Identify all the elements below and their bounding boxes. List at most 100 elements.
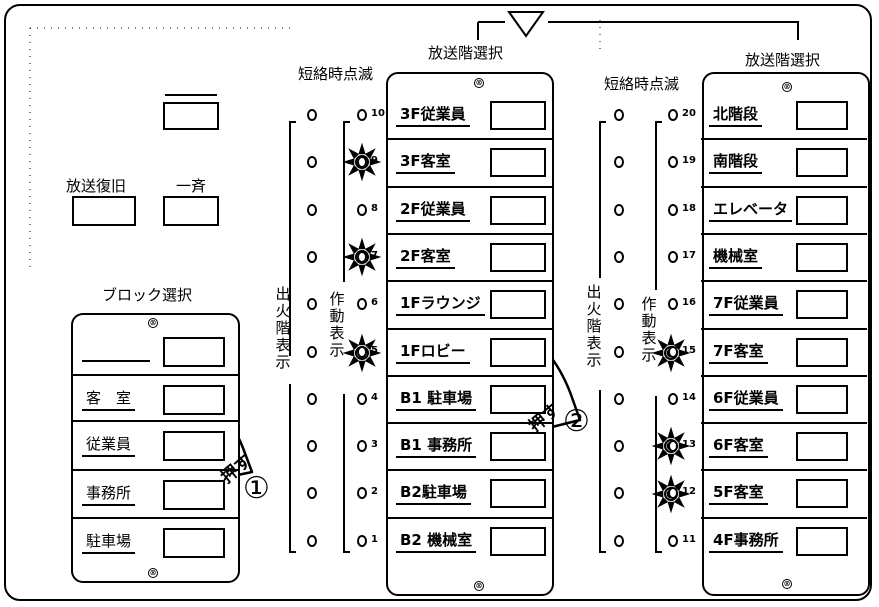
center-floor-select-button[interactable] bbox=[490, 432, 546, 462]
center-operation-led bbox=[357, 203, 367, 216]
right-led-number: 19 bbox=[682, 155, 696, 167]
row-divider bbox=[388, 422, 554, 425]
center-floor-select-button[interactable] bbox=[490, 384, 546, 414]
center-led-number: 8 bbox=[371, 202, 378, 214]
right-operation-led bbox=[668, 156, 678, 169]
block-select-button[interactable] bbox=[163, 431, 225, 461]
right-led-number: 18 bbox=[682, 202, 696, 214]
block-select-button[interactable] bbox=[163, 385, 225, 415]
right-led-number: 20 bbox=[682, 108, 696, 119]
floor-select-label-right: 放送階選択 bbox=[745, 51, 821, 69]
fire-floor-display-label-right: 出火階表示 bbox=[586, 283, 602, 369]
center-floor-select-button[interactable] bbox=[490, 290, 546, 320]
blinking-led-icon bbox=[342, 142, 382, 182]
right-operation-led bbox=[668, 203, 678, 216]
right-led-number: 15 bbox=[682, 344, 696, 356]
center-fire-floor-led bbox=[307, 487, 317, 500]
right-floor-label: 南階段 bbox=[708, 152, 763, 175]
center-fire-floor-led bbox=[307, 392, 317, 405]
right-floor-select-button[interactable] bbox=[796, 337, 848, 367]
row-divider bbox=[388, 232, 554, 235]
right-floor-select-button[interactable] bbox=[796, 384, 848, 414]
block-select-button[interactable] bbox=[163, 337, 225, 367]
center-led-number: 10 bbox=[371, 108, 385, 119]
right-floor-select-button[interactable] bbox=[796, 242, 848, 272]
block-item-label: 駐車場 bbox=[81, 532, 136, 554]
floor-select-label-center: 放送階選択 bbox=[428, 44, 504, 62]
callout-number-1: ① bbox=[243, 471, 270, 506]
unlabeled-top-button[interactable] bbox=[163, 102, 219, 130]
center-operation-led bbox=[357, 345, 367, 358]
right-floor-select-button[interactable] bbox=[796, 432, 848, 462]
center-floor-select-button[interactable] bbox=[490, 337, 546, 367]
screw-icon: ⊗ bbox=[148, 568, 158, 578]
right-floor-label: 6F従業員 bbox=[709, 388, 783, 411]
block-select-button[interactable] bbox=[163, 528, 225, 558]
right-floor-label: 5F客室 bbox=[709, 483, 768, 506]
callout-number-2: ② bbox=[563, 404, 590, 439]
center-operation-led bbox=[357, 298, 367, 311]
block-select-button[interactable] bbox=[163, 480, 225, 510]
blinking-led-icon bbox=[342, 333, 382, 373]
row-divider bbox=[701, 138, 867, 141]
right-fire-floor-led bbox=[614, 392, 624, 405]
panel-frame bbox=[4, 4, 872, 601]
row-divider bbox=[388, 185, 554, 188]
right-operation-led bbox=[668, 392, 678, 405]
right-floor-select-button[interactable] bbox=[796, 195, 848, 225]
row-divider bbox=[701, 185, 867, 188]
right-fire-floor-led bbox=[614, 156, 624, 169]
screw-icon: ⊗ bbox=[782, 82, 792, 92]
center-operation-led bbox=[357, 109, 367, 121]
right-led-number: 16 bbox=[682, 297, 696, 309]
center-floor-select-button[interactable] bbox=[490, 101, 546, 130]
center-floor-select-button[interactable] bbox=[490, 242, 546, 272]
right-led-number: 14 bbox=[682, 391, 696, 403]
fire-floor-display-label-center: 出火階表示 bbox=[275, 285, 291, 371]
screw-icon: ⊗ bbox=[474, 78, 484, 88]
right-fire-floor-led bbox=[614, 345, 624, 358]
row-divider bbox=[701, 232, 867, 235]
divider bbox=[165, 94, 217, 96]
right-operation-led bbox=[668, 345, 678, 358]
center-floor-select-button[interactable] bbox=[490, 195, 546, 225]
right-floor-select-button[interactable] bbox=[796, 290, 848, 320]
all-at-once-button[interactable] bbox=[163, 196, 219, 226]
center-operation-led bbox=[357, 440, 367, 453]
row-divider bbox=[701, 374, 867, 377]
center-floor-label: 3F従業員 bbox=[396, 105, 470, 127]
right-floor-select-button[interactable] bbox=[796, 101, 848, 130]
row-divider bbox=[73, 374, 238, 376]
screw-icon: ⊗ bbox=[782, 579, 792, 589]
center-operation-led bbox=[357, 156, 367, 169]
screw-icon: ⊗ bbox=[474, 581, 484, 591]
center-floor-label: 1Fラウンジ bbox=[396, 294, 485, 317]
center-floor-label: B1 駐車場 bbox=[395, 388, 477, 411]
center-floor-select-button[interactable] bbox=[490, 479, 546, 509]
center-floor-select-button[interactable] bbox=[490, 148, 546, 178]
right-fire-floor-led bbox=[614, 250, 624, 263]
center-fire-floor-led bbox=[307, 298, 317, 311]
center-led-number: 7 bbox=[371, 249, 378, 261]
row-divider bbox=[388, 280, 554, 283]
center-operation-led bbox=[357, 534, 367, 547]
right-fire-floor-led bbox=[614, 440, 624, 453]
right-operation-led bbox=[668, 298, 678, 311]
row-divider bbox=[701, 469, 867, 472]
center-floor-label: 1Fロビー bbox=[396, 341, 470, 364]
right-floor-label: エレベータ bbox=[708, 199, 793, 222]
row-divider bbox=[388, 327, 554, 330]
right-floor-label: 北階段 bbox=[708, 105, 763, 127]
operation-display-label-right: 作動表示 bbox=[641, 295, 657, 364]
center-fire-floor-led bbox=[307, 345, 317, 358]
right-operation-led bbox=[668, 534, 678, 547]
right-floor-select-button[interactable] bbox=[796, 526, 848, 556]
center-floor-select-button[interactable] bbox=[490, 526, 546, 556]
right-floor-select-button[interactable] bbox=[796, 479, 848, 509]
short-blink-label-right: 短絡時点滅 bbox=[604, 75, 680, 93]
center-floor-label: B2駐車場 bbox=[396, 483, 471, 506]
broadcast-reset-button[interactable] bbox=[72, 196, 136, 226]
broadcast-reset-label: 放送復旧 bbox=[66, 177, 127, 195]
operation-display-label-center: 作動表示 bbox=[329, 290, 345, 359]
right-floor-select-button[interactable] bbox=[796, 148, 848, 178]
